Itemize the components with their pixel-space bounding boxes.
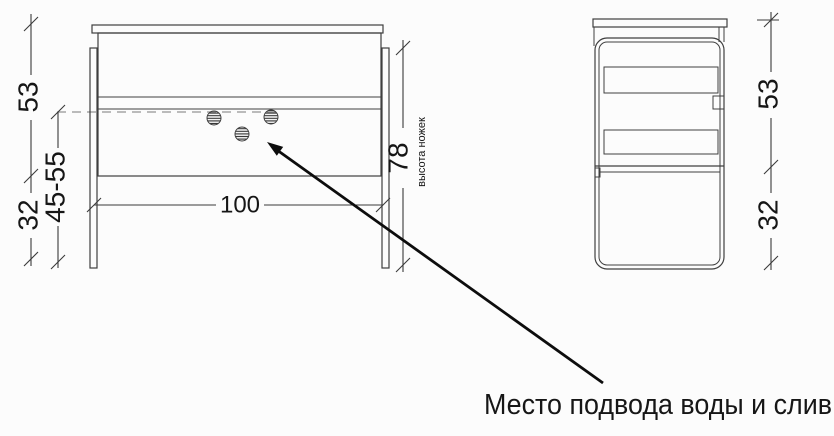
tick [395, 40, 411, 56]
legs-height-label: высота ножек [416, 117, 428, 187]
water-point-right [263, 109, 279, 125]
countertop-side [592, 18, 728, 28]
dim-100-value: 100 [220, 191, 260, 218]
dim-32-right: 32 [752, 199, 783, 271]
dim-53-right-value: 53 [752, 78, 783, 109]
dim-53-right: 53 [752, 12, 783, 193]
dim-100-width: 100 [86, 191, 391, 218]
cabinet-body [97, 32, 382, 177]
dim-78-legs: 78 высота ножек [382, 40, 428, 273]
dim-32-right-value: 32 [752, 199, 783, 230]
tick [763, 159, 779, 175]
water-arrow-head [267, 142, 284, 156]
dim-53-left: 53 [12, 14, 43, 176]
tick [375, 197, 391, 213]
countertop-front [91, 24, 384, 34]
tick [50, 104, 66, 120]
side-dimensions: 53 32 [752, 12, 783, 271]
dim-78-value: 78 [382, 142, 413, 173]
tick [86, 197, 102, 213]
front-dimensions: 53 32 45-55 78 высота ножек [12, 14, 428, 273]
water-arrow-line [276, 148, 604, 385]
left-leg [89, 47, 98, 269]
front-view [57, 24, 390, 269]
water-point-center [234, 126, 250, 142]
lower-drawer-profile [603, 129, 719, 155]
tick [763, 255, 779, 271]
side-view [592, 18, 728, 270]
notch-left [594, 167, 601, 178]
tick [23, 168, 39, 184]
side-panel-inner [598, 41, 721, 266]
dim-32-left-value: 32 [12, 199, 43, 230]
water-annotation-label: Место подвода воды и слив [484, 389, 832, 421]
water-point-left [206, 110, 222, 126]
tick [23, 16, 39, 32]
water-annotation: Место подвода воды и слив [267, 142, 832, 421]
tick [23, 251, 39, 267]
tick [763, 12, 779, 28]
dim-32-left: 32 [12, 168, 43, 267]
hinge-notch-right [712, 95, 725, 110]
side-panel-outer [594, 37, 725, 270]
upper-drawer-profile [603, 66, 719, 94]
dim-45-55-value: 45-55 [39, 151, 70, 223]
right-leg [381, 47, 390, 269]
tick [395, 257, 411, 273]
water-connection-points [206, 109, 279, 142]
dim-45-55: 45-55 [39, 104, 70, 270]
dim-53-left-value: 53 [12, 81, 43, 112]
tick [50, 254, 66, 270]
